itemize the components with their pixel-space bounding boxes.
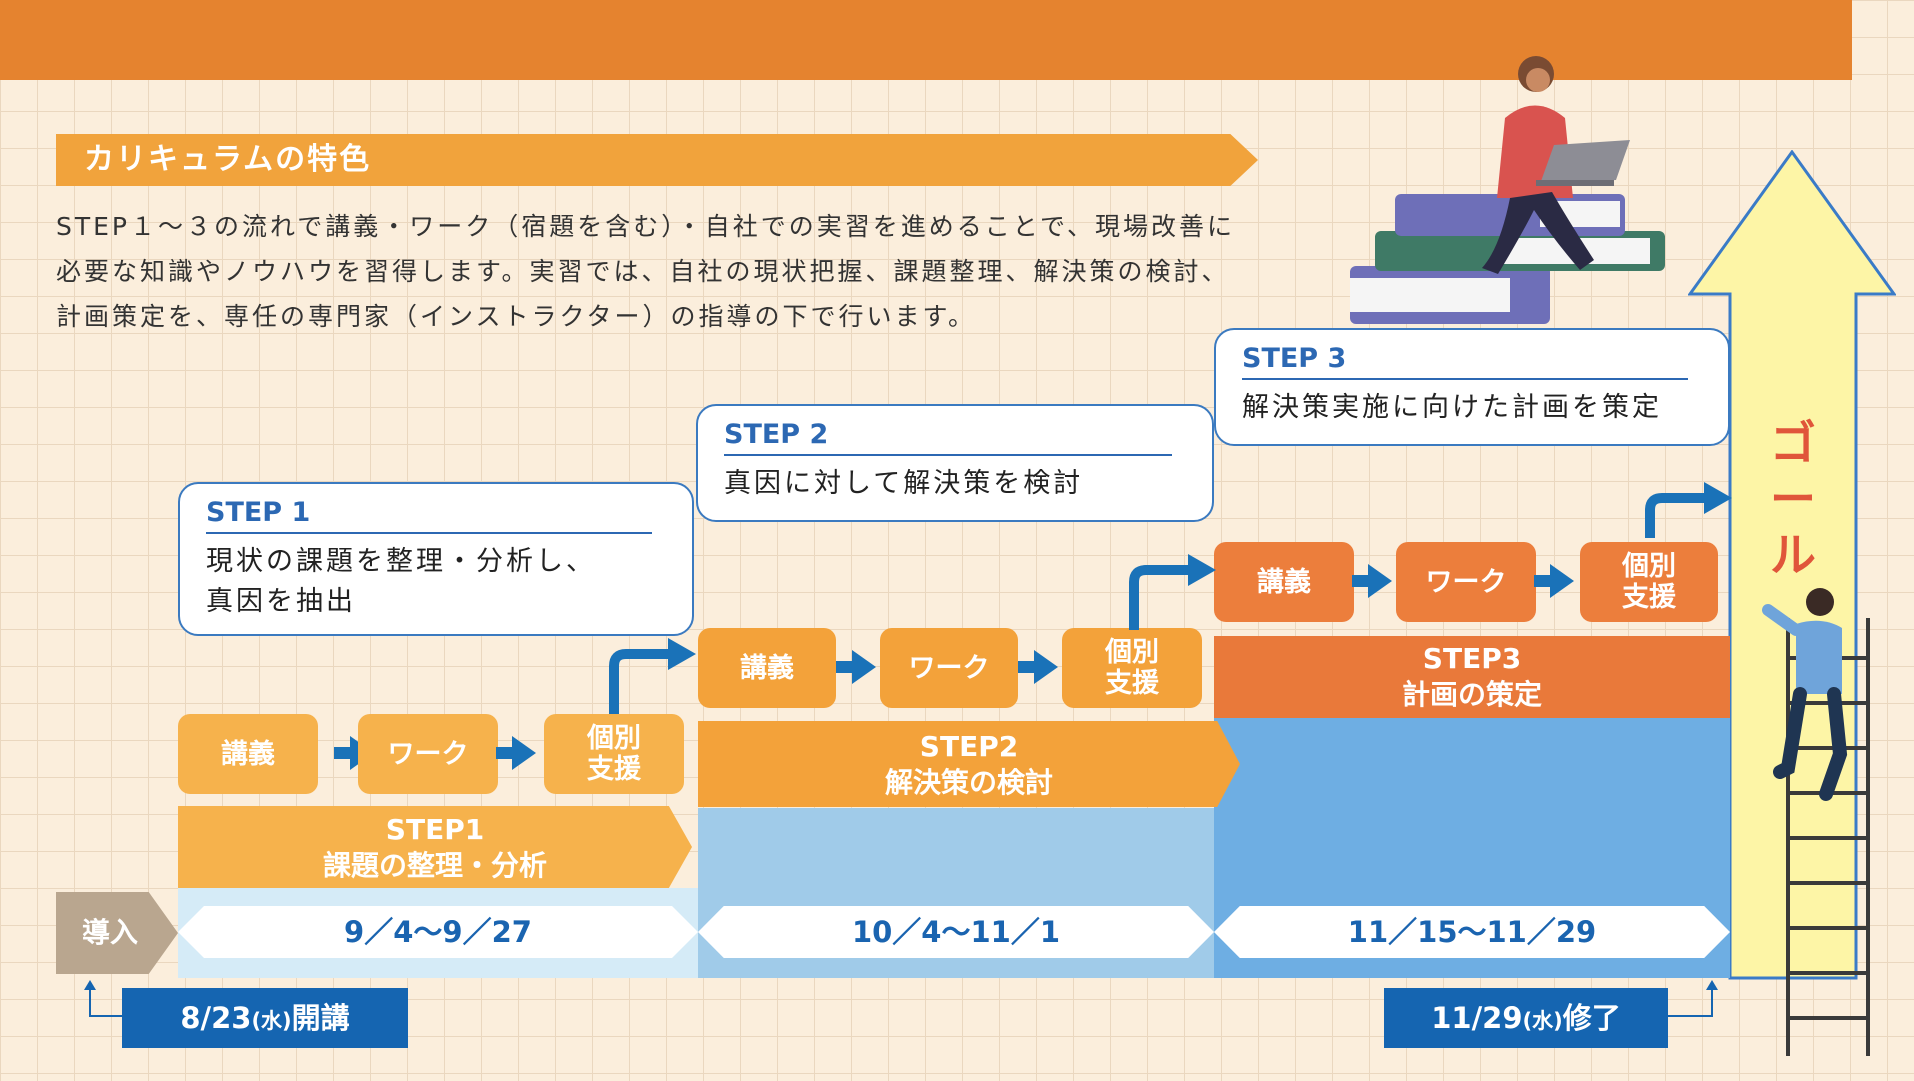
period-step3: 11／15〜11／29: [1214, 906, 1730, 958]
stage-subtitle: 計画の策定: [1401, 678, 1542, 711]
section-title: カリキュラムの特色: [56, 134, 1258, 186]
pill-text: 支援: [1622, 582, 1676, 613]
callout-step-label: STEP 3: [1242, 342, 1688, 380]
arrow-right-icon: [836, 650, 876, 684]
callout-step-label: STEP 1: [206, 496, 652, 534]
stage-title: STEP3: [1422, 642, 1522, 675]
arrow-right-icon: [1352, 564, 1392, 598]
callout-step-label: STEP 2: [724, 418, 1172, 456]
start-date-box: 8/23(水)開講: [122, 988, 408, 1048]
end-date-box: 11/29(水)修了: [1384, 988, 1668, 1048]
pill-work: ワーク: [880, 628, 1018, 708]
pill-work: ワーク: [358, 714, 498, 794]
pill-individual-support: 個別 支援: [1580, 542, 1718, 622]
callout-step1: STEP 1 現状の課題を整理・分析し、 真因を抽出: [178, 482, 694, 636]
pill-text: 支援: [1105, 668, 1159, 699]
callout-description: 真因を抽出: [206, 586, 356, 617]
pill-individual-support: 個別 支援: [544, 714, 684, 794]
step-up-arrow-icon: [1129, 554, 1216, 630]
stage-subtitle: 解決策の検討: [884, 766, 1053, 799]
pill-text: 個別: [587, 723, 641, 754]
stage-step2: STEP2 解決策の検討: [698, 721, 1240, 807]
stage-step1: STEP1 課題の整理・分析: [178, 806, 692, 888]
ladder-climber-icon: [1762, 588, 1870, 1056]
callout-description: 真因に対して解決策を検討: [724, 468, 1084, 499]
pill-lecture: 講義: [698, 628, 836, 708]
step-up-arrow-icon: [1645, 482, 1732, 538]
end-weekday: (水): [1522, 1009, 1563, 1033]
callout-description: 解決策実施に向けた計画を策定: [1242, 392, 1662, 423]
pill-individual-support: 個別 支援: [1062, 628, 1202, 708]
stage-title: STEP1: [385, 813, 485, 846]
stage-subtitle: 課題の整理・分析: [322, 849, 547, 882]
stage-title: STEP2: [919, 730, 1019, 763]
start-weekday: (水): [251, 1009, 292, 1033]
goal-label: ゴール: [1770, 416, 1816, 582]
person-with-laptop-icon: [1350, 56, 1665, 324]
start-label: 開講: [291, 1001, 350, 1035]
period-step1: 9／4〜9／27: [178, 906, 698, 958]
arrow-right-icon: [496, 736, 536, 770]
stage-step3: STEP3 計画の策定: [1214, 636, 1730, 718]
end-date: 11/29: [1431, 1001, 1523, 1035]
intro-text: STEP１～３の流れで講義・ワーク（宿題を含む）・自社での実習を進めることで、現…: [56, 212, 1236, 331]
step-up-arrow-icon: [609, 638, 696, 714]
callout-step3: STEP 3 解決策実施に向けた計画を策定: [1214, 328, 1730, 446]
end-connector-icon: [1668, 980, 1718, 1017]
start-date: 8/23: [180, 1001, 252, 1035]
goal-arrow-icon: [1688, 150, 1896, 980]
pill-lecture: 講義: [178, 714, 318, 794]
callout-step2: STEP 2 真因に対して解決策を検討: [696, 404, 1214, 522]
pill-work: ワーク: [1396, 542, 1536, 622]
end-label: 修了: [1562, 1001, 1621, 1035]
intro-stage-label: 導入: [56, 892, 178, 974]
pill-lecture: 講義: [1214, 542, 1354, 622]
callout-description: 現状の課題を整理・分析し、: [206, 546, 596, 577]
arrow-right-icon: [1018, 650, 1058, 684]
pill-text: 個別: [1105, 637, 1159, 668]
pill-text: 支援: [587, 754, 641, 785]
pill-text: 個別: [1622, 551, 1676, 582]
arrow-right-icon: [1534, 564, 1574, 598]
period-step2: 10／4〜11／1: [698, 906, 1214, 958]
start-connector-icon: [84, 980, 132, 1017]
